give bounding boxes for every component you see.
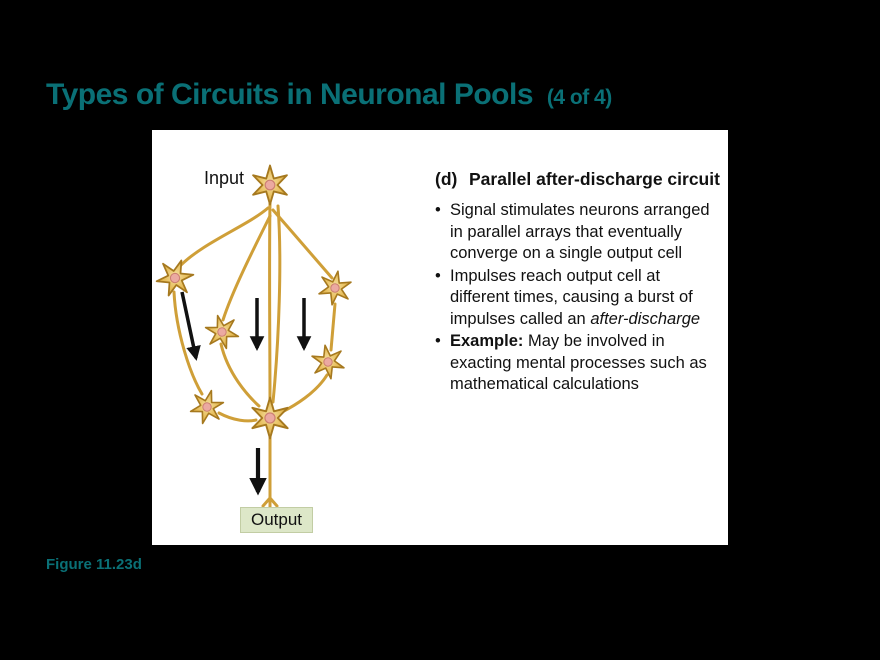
bullet-marker: • (435, 332, 441, 350)
bullet-item: • Impulses reach output cell at differen… (435, 266, 723, 331)
axon-fibers (172, 200, 337, 509)
bullet-text: Signal stimulates neurons arranged in pa… (450, 201, 710, 262)
input-label: Input (204, 168, 245, 188)
slide-title-text: Types of Circuits in Neuronal Pools (46, 78, 534, 111)
panel-heading: (d) Parallel after-discharge circuit (435, 168, 723, 190)
down-arrow-icon (180, 291, 201, 361)
output-label: Output (240, 507, 314, 533)
figure-panel: Input Output (d) Parallel after-discharg… (152, 130, 728, 545)
bullet-list: • Signal stimulates neurons arranged in … (435, 200, 723, 396)
neuron-circuit-diagram: Input Output (152, 130, 452, 545)
panel-heading-letter: (d) (435, 169, 458, 189)
bullet-marker: • (435, 201, 441, 219)
panel-heading-text: Parallel after-discharge circuit (469, 169, 720, 189)
bullet-text-italic: after-discharge (590, 309, 701, 328)
bullet-text: Impulses reach output cell at different … (450, 266, 723, 331)
bullet-text-bold: Example: (450, 332, 524, 350)
bullet-text-plain: Impulses reach output cell at different … (450, 266, 693, 328)
neuron-cell (316, 267, 354, 309)
slide-title-suffix: (4 of 4) (546, 86, 612, 109)
figure-caption: Figure 11.23d (46, 556, 142, 573)
bullet-marker: • (435, 266, 441, 285)
input-neuron (252, 164, 288, 206)
description-column: (d) Parallel after-discharge circuit • S… (435, 168, 723, 397)
neuron-circuit-svg (152, 164, 354, 509)
bullet-text: Example: May be involved in exacting men… (450, 331, 723, 396)
bullet-item: • Example: May be involved in exacting m… (435, 331, 723, 396)
bullet-text-plain: May be involved in exacting mental proce… (450, 332, 707, 393)
bullet-item: • Signal stimulates neurons arranged in … (435, 200, 723, 265)
signal-arrows (180, 291, 312, 496)
slide-title: Types of Circuits in Neuronal Pools (4 o… (46, 78, 612, 112)
neuron-cell (187, 385, 227, 429)
